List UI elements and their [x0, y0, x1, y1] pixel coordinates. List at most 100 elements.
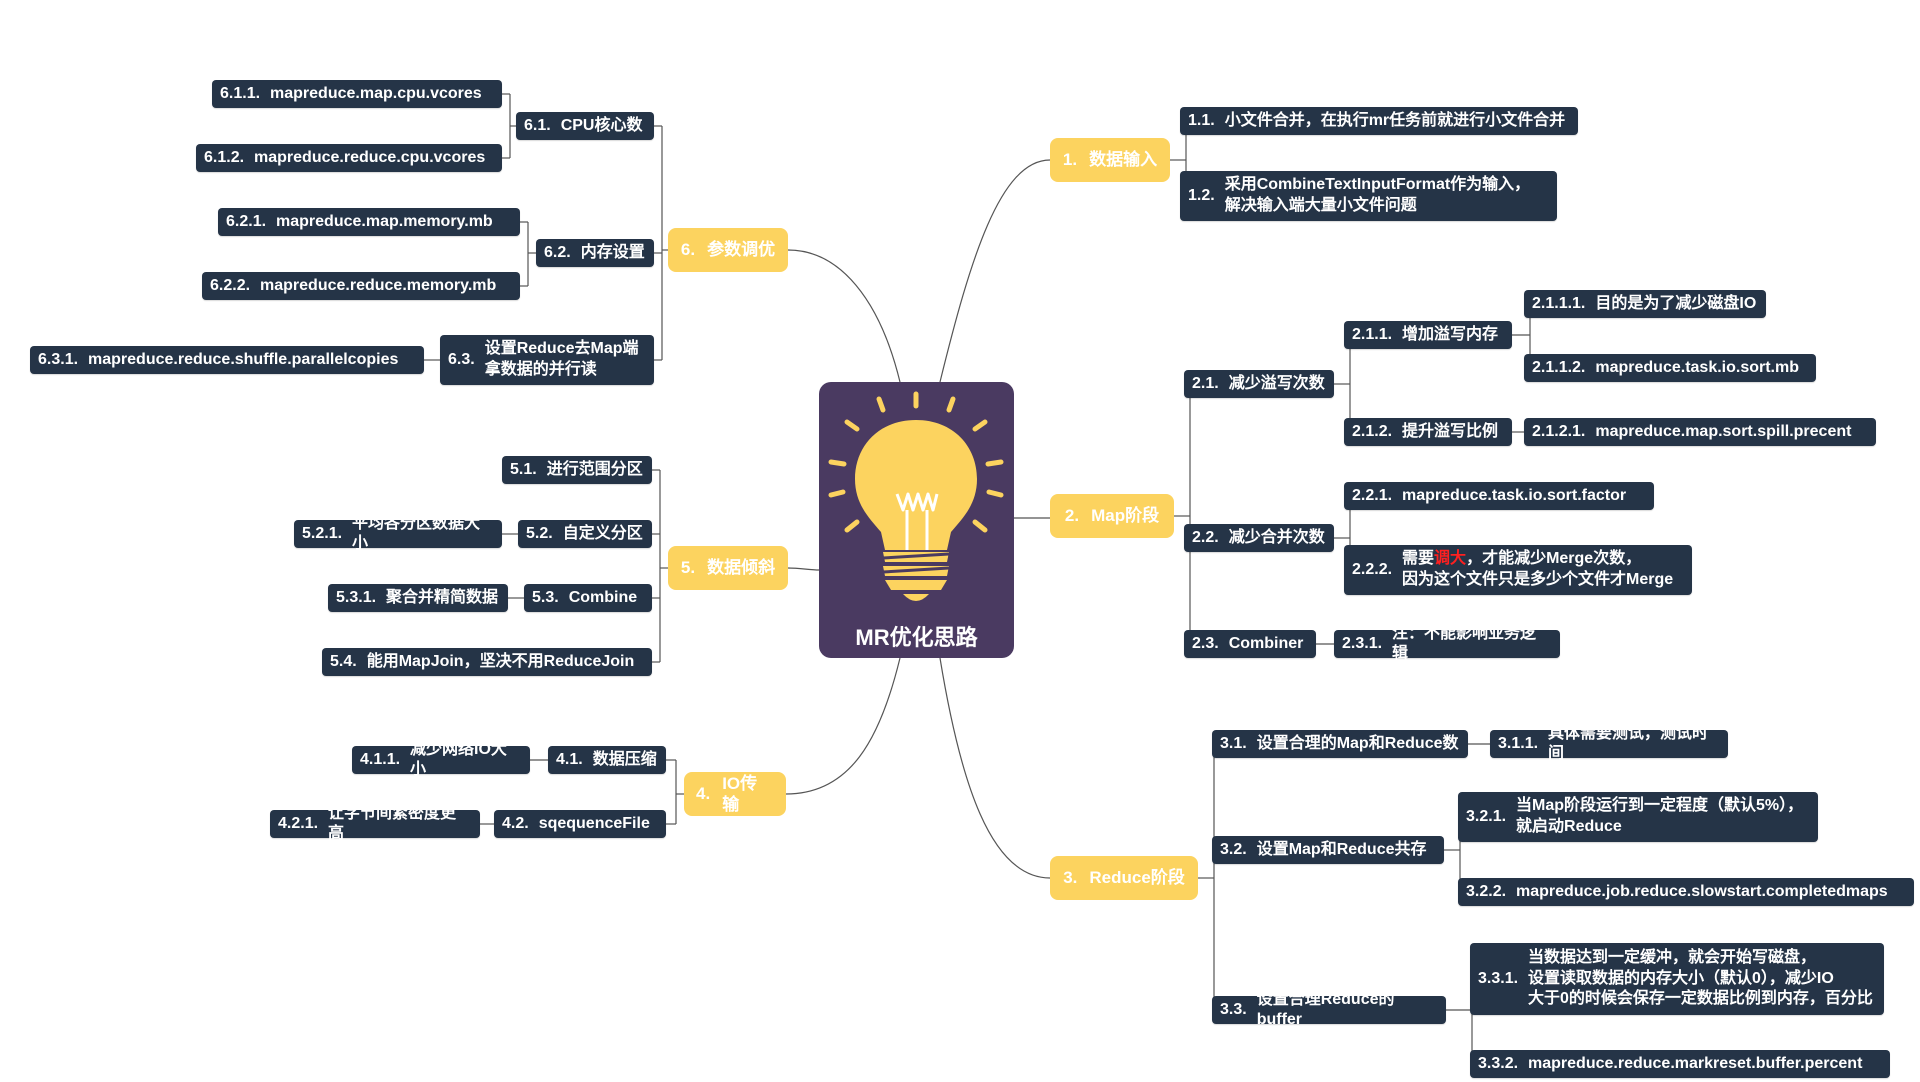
node-1-1[interactable]: 1.1. 小文件合并，在执行mr任务前就进行小文件合并: [1180, 107, 1578, 135]
node-5-3-1[interactable]: 5.3.1. 聚合并精简数据: [328, 584, 508, 612]
node-number: 6.3.1.: [38, 351, 79, 368]
node-label: 参数调优: [707, 240, 776, 260]
link-central-b1: [939, 159, 1051, 383]
node-label: 进行范围分区: [546, 461, 643, 478]
node-number: 3.3.: [1220, 1001, 1247, 1018]
branch-6-parameter-tuning[interactable]: 6. 参数调优: [668, 228, 788, 272]
node-number: 2.1.1.2.: [1532, 359, 1586, 376]
node-label: 提升溢写比例: [1402, 423, 1499, 440]
node-label: mapreduce.reduce.memory.mb: [260, 277, 497, 294]
node-label: mapreduce.reduce.cpu.vcores: [254, 149, 486, 166]
node-number: 6.2.: [544, 244, 571, 261]
label-line-2: 因为这个文件只是多少个文件才Merge: [1402, 571, 1674, 588]
node-2-2[interactable]: 2.2. 减少合并次数: [1184, 524, 1334, 552]
node-label: 减少溢写次数: [1228, 375, 1325, 392]
label-prefix: 需要: [1402, 550, 1435, 568]
node-number: 5.3.1.: [336, 589, 377, 606]
central-topic-title: MR优化思路: [855, 625, 978, 650]
node-6-2-1[interactable]: 6.2.1. mapreduce.map.memory.mb: [218, 208, 520, 236]
node-number: 6.2.2.: [210, 277, 251, 294]
node-6-1-2[interactable]: 6.1.2. mapreduce.reduce.cpu.vcores: [196, 144, 502, 172]
node-6-1[interactable]: 6.1. CPU核心数: [516, 112, 654, 140]
branch-1-data-input[interactable]: 1. 数据输入: [1050, 138, 1170, 182]
branch-2-map-stage[interactable]: 2. Map阶段: [1050, 494, 1174, 538]
node-label: 设置Map和Reduce共存: [1256, 841, 1427, 858]
node-3-2-2[interactable]: 3.2.2. mapreduce.job.reduce.slowstart.co…: [1458, 878, 1914, 906]
node-label: 内存设置: [580, 244, 645, 261]
node-label: 小文件合并，在执行mr任务前就进行小文件合并: [1224, 112, 1566, 129]
node-3-3-1[interactable]: 3.3.1. 当数据达到一定缓冲，就会开始写磁盘， 设置读取数据的内存大小（默认…: [1470, 943, 1884, 1015]
node-3-1[interactable]: 3.1. 设置合理的Map和Reduce数: [1212, 730, 1468, 758]
node-number: 4.1.: [556, 751, 583, 768]
node-label: 减少合并次数: [1228, 529, 1325, 546]
node-6-2-2[interactable]: 6.2.2. mapreduce.reduce.memory.mb: [202, 272, 520, 300]
branch-4-io-transfer[interactable]: 4. IO传输: [684, 772, 786, 816]
node-2-1-1-2[interactable]: 2.1.1.2. mapreduce.task.io.sort.mb: [1524, 354, 1816, 382]
node-label: 具体需要测试，测试时间: [1548, 725, 1709, 762]
node-3-2-1[interactable]: 3.2.1. 当Map阶段运行到一定程度（默认5%）， 就启动Reduce: [1458, 792, 1818, 842]
node-5-4[interactable]: 5.4. 能用MapJoin，坚决不用ReduceJoin: [322, 648, 652, 676]
node-label: 增加溢写内存: [1402, 326, 1499, 343]
node-number: 1.1.: [1188, 112, 1215, 129]
node-number: 2.1.2.1.: [1532, 423, 1586, 440]
highlighted-text: 调大: [1434, 550, 1467, 568]
node-6-1-1[interactable]: 6.1.1. mapreduce.map.cpu.vcores: [212, 80, 502, 108]
node-3-3-2[interactable]: 3.3.2. mapreduce.reduce.markreset.buffer…: [1470, 1050, 1890, 1078]
node-number: 4.2.: [502, 815, 529, 832]
node-number: 6.2.1.: [226, 213, 267, 230]
node-label: IO传输: [722, 773, 758, 814]
node-number: 3.3.2.: [1478, 1055, 1519, 1072]
node-3-3[interactable]: 3.3. 设置合理Reduce的buffer: [1212, 991, 1446, 1028]
branch-5-data-skew[interactable]: 5. 数据倾斜: [668, 546, 788, 590]
node-number: 5.1.: [510, 461, 537, 478]
node-5-2[interactable]: 5.2. 自定义分区: [518, 520, 652, 548]
node-2-1[interactable]: 2.1. 减少溢写次数: [1184, 370, 1334, 398]
node-2-2-2[interactable]: 2.2.2. 需要调大，才能减少Merge次数，因为这个文件只是多少个文件才Me…: [1344, 545, 1692, 595]
node-number: 2.1.2.: [1352, 423, 1393, 440]
node-number: 2.2.1.: [1352, 487, 1393, 504]
node-6-2[interactable]: 6.2. 内存设置: [536, 239, 654, 267]
node-number: 5.4.: [330, 653, 357, 670]
node-5-3[interactable]: 5.3. Combine: [524, 584, 652, 612]
node-2-3[interactable]: 2.3. Combiner: [1184, 630, 1316, 658]
node-label: CPU核心数: [560, 117, 643, 134]
node-label: 设置Reduce去Map端 拿数据的并行读: [484, 340, 639, 378]
node-label: 平均各分区数据大小: [352, 515, 481, 552]
node-number: 5.: [680, 558, 696, 578]
node-label: 数据输入: [1089, 150, 1158, 170]
node-3-2[interactable]: 3.2. 设置Map和Reduce共存: [1212, 836, 1444, 864]
node-label: mapreduce.reduce.shuffle.parallelcopies: [88, 351, 399, 368]
node-label: 当数据达到一定缓冲，就会开始写磁盘， 设置读取数据的内存大小（默认0），减少IO…: [1528, 948, 1873, 1008]
central-topic[interactable]: MR优化思路: [819, 382, 1014, 658]
node-label: 目的是为了减少磁盘IO: [1595, 295, 1757, 312]
node-2-1-1[interactable]: 2.1.1. 增加溢写内存: [1344, 321, 1512, 349]
node-2-1-1-1[interactable]: 2.1.1.1. 目的是为了减少磁盘IO: [1524, 290, 1766, 318]
branch-3-reduce-stage[interactable]: 3. Reduce阶段: [1050, 856, 1198, 900]
node-number: 3.2.1.: [1466, 808, 1507, 825]
node-number: 1.2.: [1188, 187, 1215, 204]
node-3-1-1[interactable]: 3.1.1. 具体需要测试，测试时间: [1490, 725, 1728, 762]
node-2-2-1[interactable]: 2.2.1. mapreduce.task.io.sort.factor: [1344, 482, 1654, 510]
node-number: 3.2.: [1220, 841, 1247, 858]
node-2-1-2[interactable]: 2.1.2. 提升溢写比例: [1344, 418, 1512, 446]
node-number: 6.3.: [448, 351, 475, 368]
node-number: 2.1.1.: [1352, 326, 1393, 343]
node-4-1[interactable]: 4.1. 数据压缩: [548, 746, 666, 774]
node-4-2[interactable]: 4.2. sqequenceFile: [494, 810, 666, 838]
node-6-3-1[interactable]: 6.3.1. mapreduce.reduce.shuffle.parallel…: [30, 346, 424, 374]
node-label: Combiner: [1228, 635, 1304, 652]
node-label: 当Map阶段运行到一定程度（默认5%）， 就启动Reduce: [1516, 797, 1804, 835]
node-6-3[interactable]: 6.3. 设置Reduce去Map端 拿数据的并行读: [440, 335, 654, 385]
node-label: 数据倾斜: [707, 558, 776, 578]
node-2-1-2-1[interactable]: 2.1.2.1. mapreduce.map.sort.spill.precen…: [1524, 418, 1876, 446]
node-1-2[interactable]: 1.2. 采用CombineTextInputFormat作为输入， 解决输入端…: [1180, 171, 1557, 221]
node-2-3-1[interactable]: 2.3.1. 注：不能影响业务逻辑: [1334, 625, 1560, 662]
node-number: 5.2.1.: [302, 525, 343, 542]
node-5-2-1[interactable]: 5.2.1. 平均各分区数据大小: [294, 515, 502, 552]
node-4-1-1[interactable]: 4.1.1. 减少网络IO大小: [352, 741, 530, 778]
node-5-1[interactable]: 5.1. 进行范围分区: [502, 456, 652, 484]
node-4-2-1[interactable]: 4.2.1. 让字节间紧密度更高: [270, 805, 480, 842]
node-label: 注：不能影响业务逻辑: [1392, 625, 1537, 662]
node-number: 4.2.1.: [278, 815, 319, 832]
